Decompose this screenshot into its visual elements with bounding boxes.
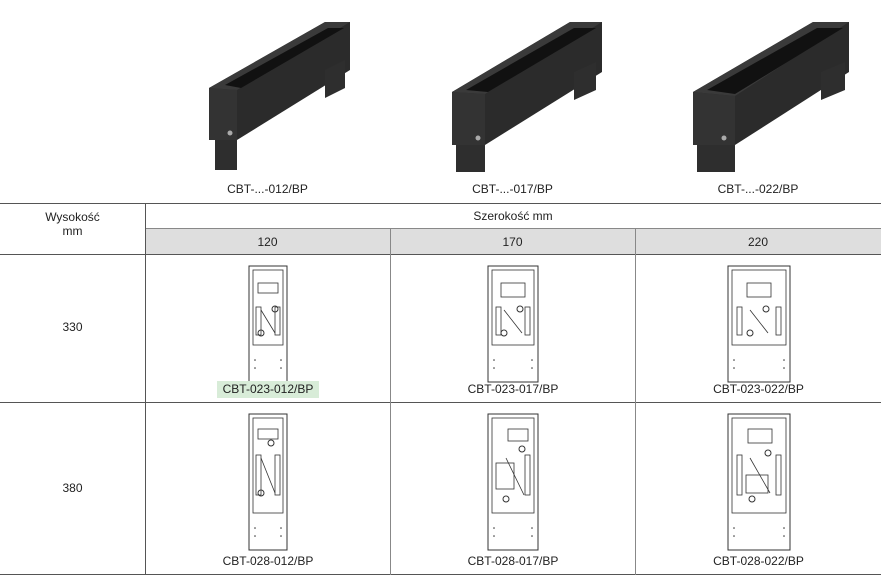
width-120: 120: [257, 235, 278, 249]
cross-section-drawing: [248, 265, 288, 383]
grid-line: [145, 228, 881, 229]
product-code: CBT-023-017/BP: [467, 382, 559, 396]
table-cell: CBT-028-022/BP: [636, 403, 881, 574]
grid-line: [0, 254, 881, 255]
table-top-border: [0, 203, 881, 204]
product-caption: CBT-...-022/BP: [717, 182, 799, 196]
row-height-380: 380: [62, 481, 83, 495]
table-cell: CBT-028-012/BP: [146, 403, 390, 574]
product-022: CBT-...-022/BP: [635, 0, 881, 203]
convector-image: [452, 22, 602, 172]
width-170: 170: [502, 235, 523, 249]
grid-line: [635, 228, 636, 575]
convector-image: [209, 22, 350, 170]
width-220: 220: [747, 235, 769, 249]
cross-section-drawing: [248, 413, 288, 551]
highlighted-code: CBT-023-012/BP: [216, 381, 320, 398]
product-012: CBT-...-012/BP: [145, 0, 390, 203]
height-header-unit: mm: [62, 224, 83, 238]
grid-line: [0, 402, 881, 403]
table-cell: CBT-028-017/BP: [391, 403, 635, 574]
product-code: CBT-028-012/BP: [222, 554, 314, 568]
product-017: CBT-...-017/BP: [390, 0, 635, 203]
table-cell: CBT-023-012/BP: [146, 255, 390, 402]
size-table: Wysokość mm Szerokość mm 120 170 220 330…: [0, 203, 881, 575]
table-cell: CBT-023-017/BP: [391, 255, 635, 402]
convector-image: [693, 22, 849, 172]
product-caption: CBT-...-017/BP: [472, 182, 553, 196]
table-cell: CBT-023-022/BP: [636, 255, 881, 402]
cross-section-drawing: [487, 413, 539, 551]
height-header-label: Wysokość: [45, 210, 100, 224]
product-code: CBT-023-012/BP: [146, 381, 390, 398]
height-header: Wysokość mm: [0, 210, 145, 238]
product-code: CBT-028-017/BP: [467, 554, 559, 568]
product-code: CBT-028-022/BP: [713, 554, 804, 568]
width-header: Szerokość mm: [473, 209, 553, 223]
width-subheader: 120 170 220: [145, 228, 881, 254]
product-code: CBT-023-022/BP: [713, 382, 804, 396]
row-height-330: 330: [62, 320, 83, 334]
grid-line: [145, 203, 146, 575]
product-caption: CBT-...-012/BP: [227, 182, 308, 196]
grid-line: [390, 228, 391, 575]
cross-section-drawing: [727, 413, 790, 551]
product-images-row: CBT-...-012/BP CBT-...-017/BP CBT-...-02…: [145, 0, 881, 203]
cross-section-drawing: [727, 265, 790, 383]
cross-section-drawing: [487, 265, 539, 383]
